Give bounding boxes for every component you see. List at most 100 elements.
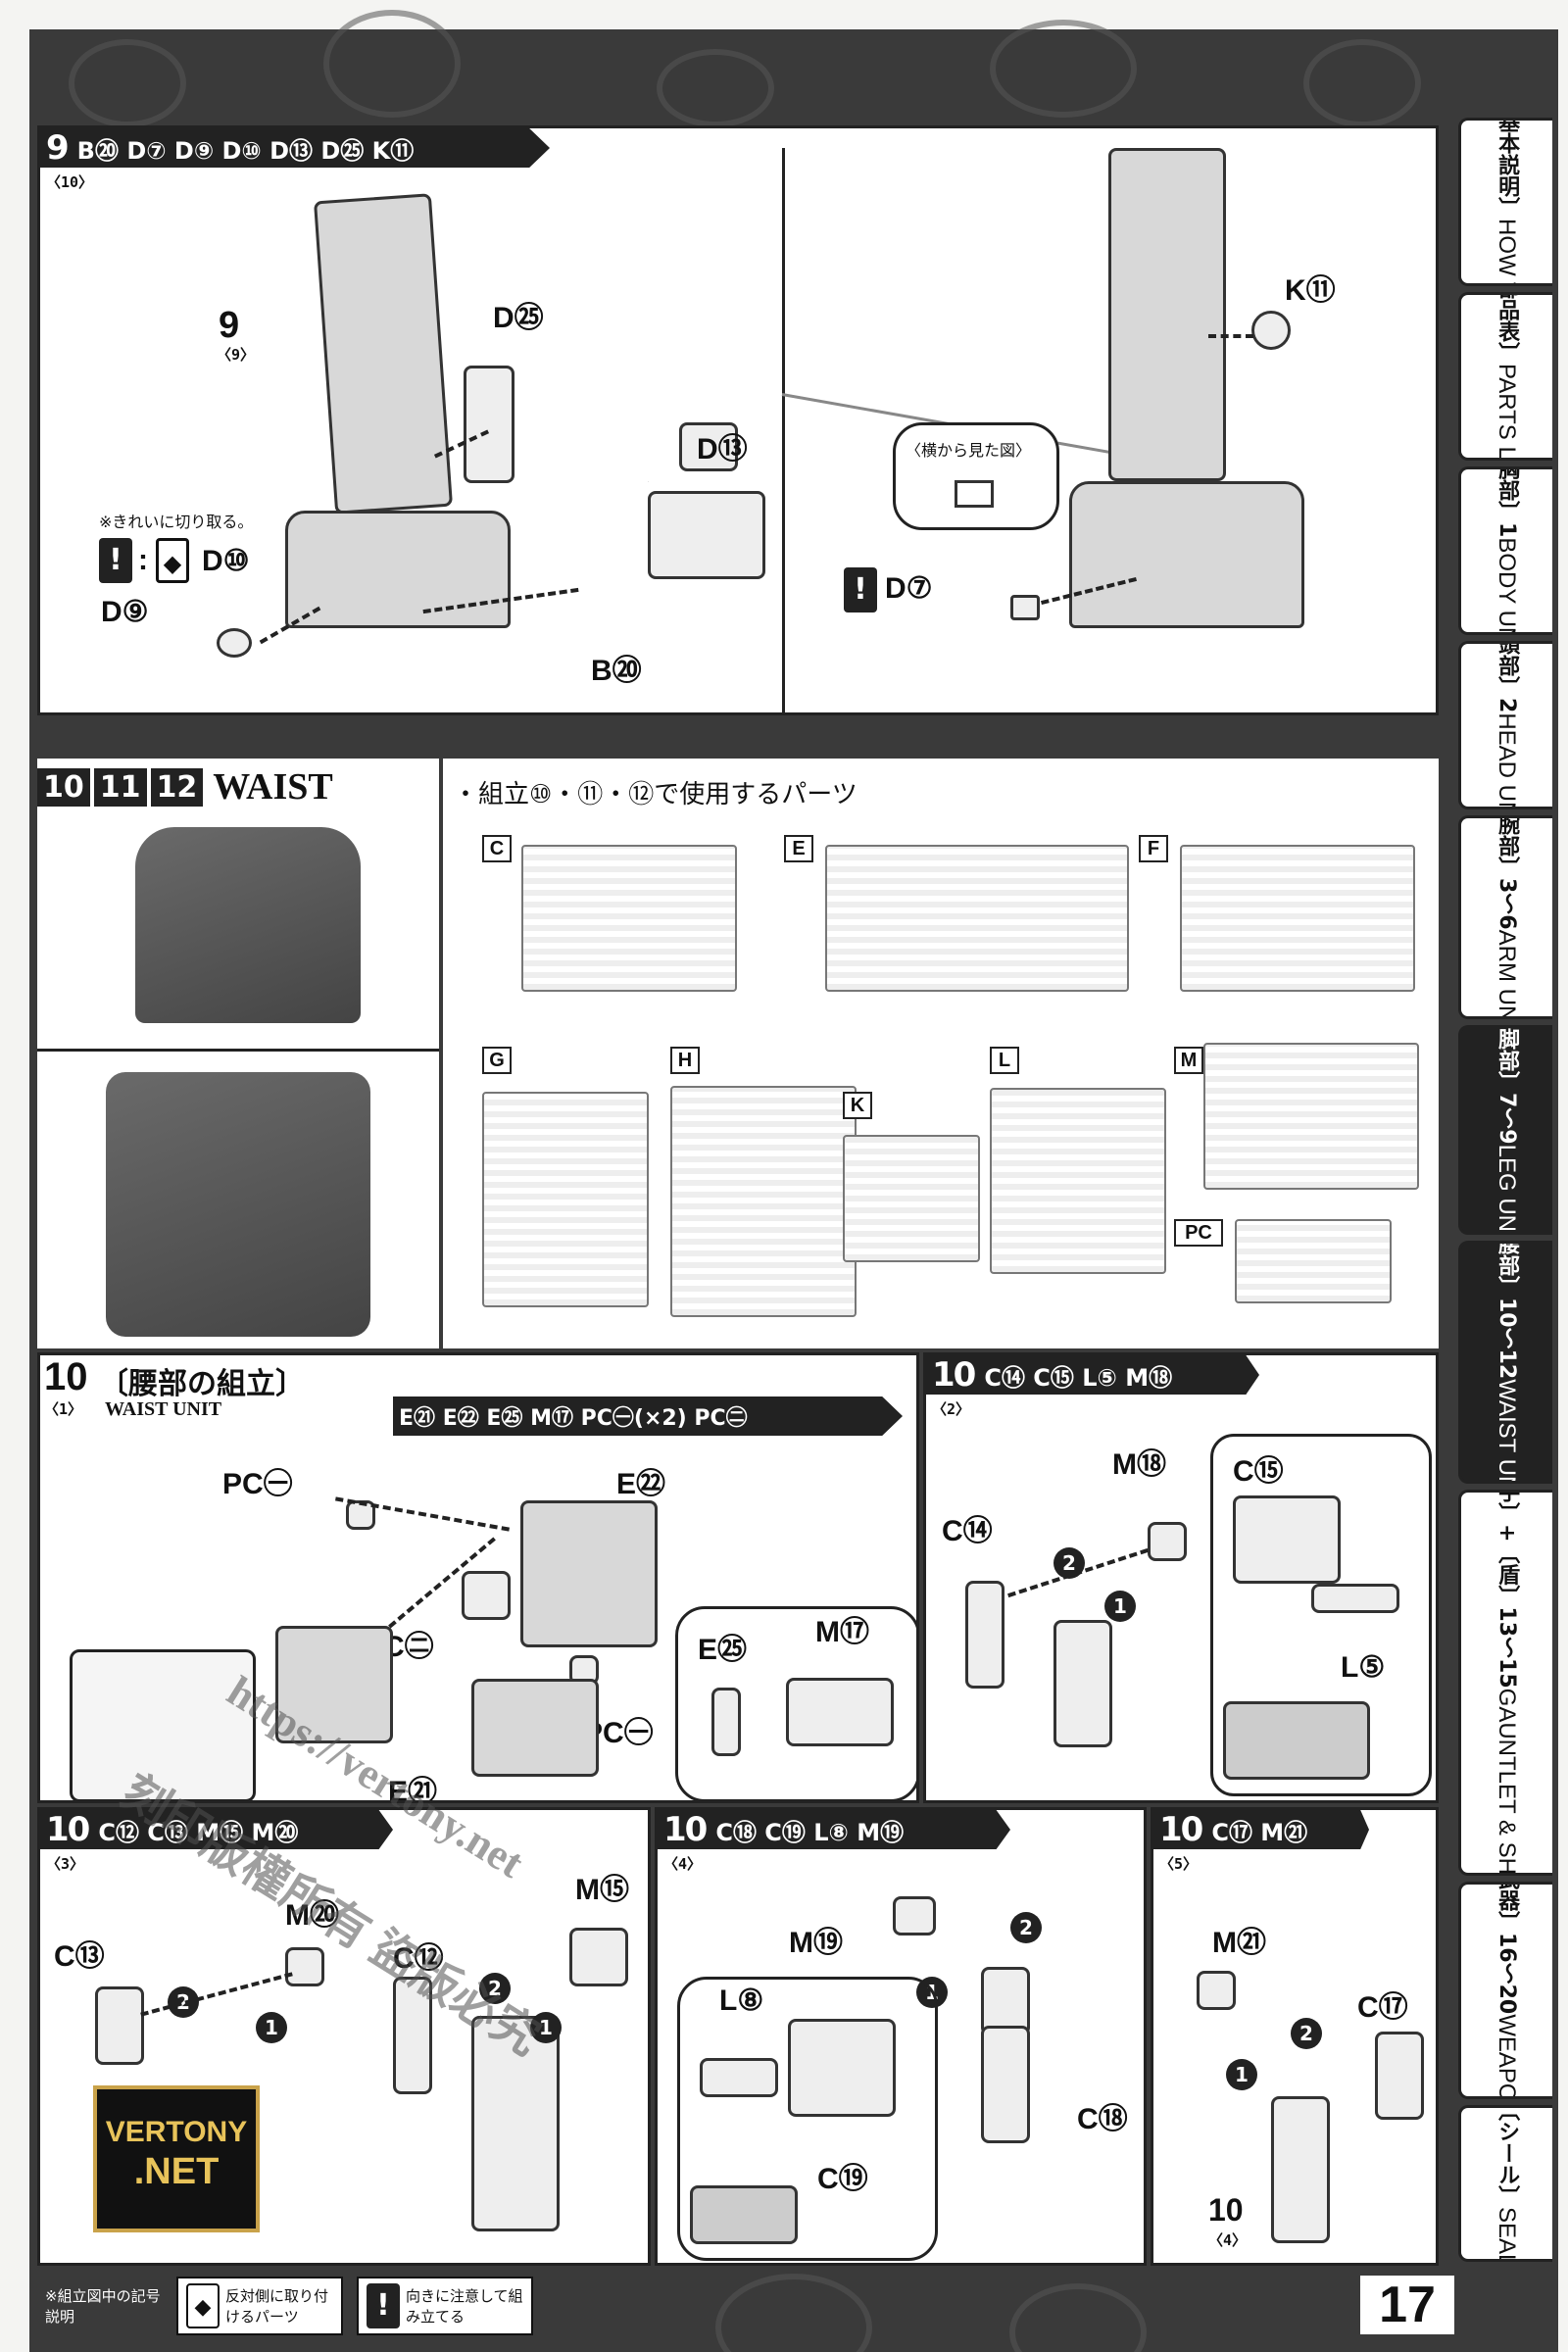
tab-seal[interactable]: 〔シール〕SEAL: [1458, 2105, 1552, 2262]
label-l8: L⑧: [719, 1984, 764, 2017]
tab-head-unit[interactable]: 〔頭部〕2HEAD UNIT: [1458, 641, 1552, 809]
swirl-ornament: [715, 2274, 872, 2352]
tab-gauntlet-shield-jp: 〔籠手〕+〔盾〕13〜15: [1494, 1490, 1520, 1690]
tab-waist-unit-jp: 〔腰部〕10〜12: [1494, 1241, 1520, 1379]
runner-k: [843, 1135, 980, 1262]
part-pcp: [462, 1571, 511, 1620]
step10-2-header: 10 C⑭ C⑮ L⑤ M⑱: [926, 1355, 1259, 1395]
tab-body-unit-jp: 〔胸部〕1: [1494, 466, 1520, 538]
waist-photo-front: [135, 827, 361, 1023]
label-d10: D⑩: [202, 545, 250, 577]
order-mark-1: 1: [1104, 1591, 1136, 1622]
part-frame-4: [981, 2026, 1030, 2143]
order-mark-2: 2: [168, 1986, 199, 2018]
warning-icon: !: [367, 2283, 400, 2328]
legend-item-direction-text: 向きに注意して組み立てる: [406, 2287, 523, 2326]
side-view-bubble: 〈横から見た図〉: [893, 422, 1059, 530]
tab-parts-list[interactable]: 〔部品表〕PARTS LIST: [1458, 292, 1552, 461]
tab-gauntlet-shield[interactable]: 〔籠手〕+〔盾〕13〜15GAUNTLET & SHIELD: [1458, 1490, 1552, 1876]
waist-step-12: 12: [150, 767, 204, 807]
label-m15: M⑮: [575, 1874, 629, 1906]
tab-body-unit[interactable]: 〔胸部〕1BODY UNIT: [1458, 466, 1552, 635]
runner-g: [482, 1092, 649, 1307]
part-c15: [1233, 1495, 1341, 1584]
panel-divider: [782, 148, 785, 712]
part-l5: [1311, 1584, 1399, 1613]
runner-pc-label: PC: [1174, 1219, 1223, 1247]
step9-ref-number: 9: [219, 305, 240, 346]
step10-5-parts-list: C⑰ M㉑: [1211, 1818, 1308, 1846]
tab-how-to-jp: 〔基本説明〕: [1494, 118, 1520, 220]
label-k11: K⑪: [1285, 274, 1336, 307]
label-c14: C⑭: [942, 1515, 993, 1547]
step10-5-number: 10: [1159, 1810, 1203, 1849]
tab-head-unit-jp: 〔頭部〕2: [1494, 641, 1520, 712]
tab-gauntlet-shield-en: GAUNTLET & SHIELD: [1494, 1689, 1521, 1876]
leg-drawing: [313, 193, 454, 514]
label-d7: D⑦: [885, 572, 933, 605]
step10-1-number: 10: [44, 1355, 88, 1398]
tab-arm-unit[interactable]: 〔腕部〕3〜6ARM UNIT: [1458, 815, 1552, 1019]
side-view-shape: [955, 480, 994, 508]
label-d9: D⑨: [101, 596, 149, 628]
label-m19: M⑲: [789, 1927, 843, 1959]
label-c15: C⑮: [1233, 1455, 1284, 1488]
tab-weapons-jp: 〔武器〕16〜20: [1494, 1882, 1520, 2015]
step10-3-parts-list: C⑫ C⑬ M⑮ M⑳: [98, 1818, 299, 1846]
part-c13: [95, 1986, 144, 2065]
tab-seal-en: SEAL: [1494, 2207, 1521, 2262]
step10-4-header: 10 C⑱ C⑲ L⑧ M⑲: [658, 1810, 1010, 1849]
tab-weapons[interactable]: 〔武器〕16〜20WEAPONS: [1458, 1882, 1552, 2099]
label-m21: M㉑: [1212, 1927, 1266, 1959]
step10-5-ref-sub: 〈4〉: [1208, 2231, 1248, 2249]
tab-waist-unit-en: WAIST UNIT: [1494, 1378, 1521, 1484]
runner-e-label: E: [784, 835, 813, 862]
label-c19: C⑲: [817, 2163, 868, 2195]
tab-leg-unit-en: LEG UNIT: [1494, 1144, 1521, 1235]
runner-l-label: L: [990, 1047, 1019, 1074]
part-c12: [393, 1977, 432, 2094]
runner-m: [1203, 1043, 1419, 1190]
part-l8: [700, 2058, 778, 2097]
label-m17: M⑰: [815, 1616, 869, 1648]
part-m21: [1197, 1971, 1236, 2010]
step10-1-header: E㉑ E㉒ E㉕ M⑰ PC㊀(×2) PC㊁: [393, 1396, 903, 1436]
step10-5-header: 10 C⑰ M㉑: [1153, 1810, 1369, 1849]
part-m19: [893, 1896, 936, 1936]
inset-e25-m17: E㉕ M⑰: [675, 1606, 916, 1800]
swirl-ornament: [69, 39, 186, 127]
order-mark-2: 2: [479, 1973, 511, 2004]
label-d13: D⑬: [697, 433, 748, 466]
tab-how-to[interactable]: 〔基本説明〕HOW TO: [1458, 118, 1552, 286]
step9-panel: 9 B⑳ D⑦ D⑨ D⑩ D⑬ D㉕ K⑪ 〈10〉 9 〈9〉 D㉕ B⑳ …: [37, 125, 1439, 715]
part-b20: [648, 491, 765, 579]
runner-f-label: F: [1139, 835, 1168, 862]
step9-number: 9: [46, 128, 70, 168]
inset-detail: [70, 1649, 256, 1800]
step10-4-panel: 10 C⑱ C⑲ L⑧ M⑲ 〈4〉 M⑲ C⑱ 1 2 L⑧ C⑲: [655, 1807, 1147, 2266]
part-c18: [981, 1967, 1030, 2035]
foot-drawing: [285, 511, 511, 628]
label-pcd-1: PC㊀: [222, 1468, 293, 1500]
order-mark-2: 2: [1291, 2018, 1322, 2049]
swirl-ornament: [657, 49, 774, 127]
symbol-legend: ※組立図中の記号説明 ◆ 反対側に取り付けるパーツ ! 向きに注意して組み立てる: [45, 2272, 555, 2340]
order-mark-1: 1: [256, 2012, 287, 2043]
step10-1-title-en: WAIST UNIT: [105, 1398, 222, 1420]
tab-leg-unit[interactable]: 〔脚部〕7〜9LEG UNIT: [1458, 1025, 1552, 1235]
step9-parts-list: B⑳ D⑦ D⑨ D⑩ D⑬ D㉕ K⑪: [76, 136, 415, 165]
part-d13: [679, 422, 738, 471]
swirl-ornament: [323, 10, 461, 118]
part-pcd-1: [346, 1500, 375, 1530]
label-l5: L⑤: [1341, 1651, 1386, 1684]
step10-3-subnumber: 〈3〉: [46, 1855, 85, 1873]
part-d25: [464, 366, 514, 483]
part-c17: [1375, 2032, 1424, 2120]
order-mark-1: 1: [530, 2012, 562, 2043]
part-m15: [569, 1928, 628, 1986]
tab-waist-unit[interactable]: 〔腰部〕10〜12WAIST UNIT: [1458, 1241, 1552, 1484]
leg-drawing-right: [1108, 148, 1226, 481]
part-frame-3: [471, 2016, 560, 2231]
tab-parts-list-en: PARTS LIST: [1494, 364, 1521, 461]
tab-body-unit-en: BODY UNIT: [1494, 537, 1521, 635]
